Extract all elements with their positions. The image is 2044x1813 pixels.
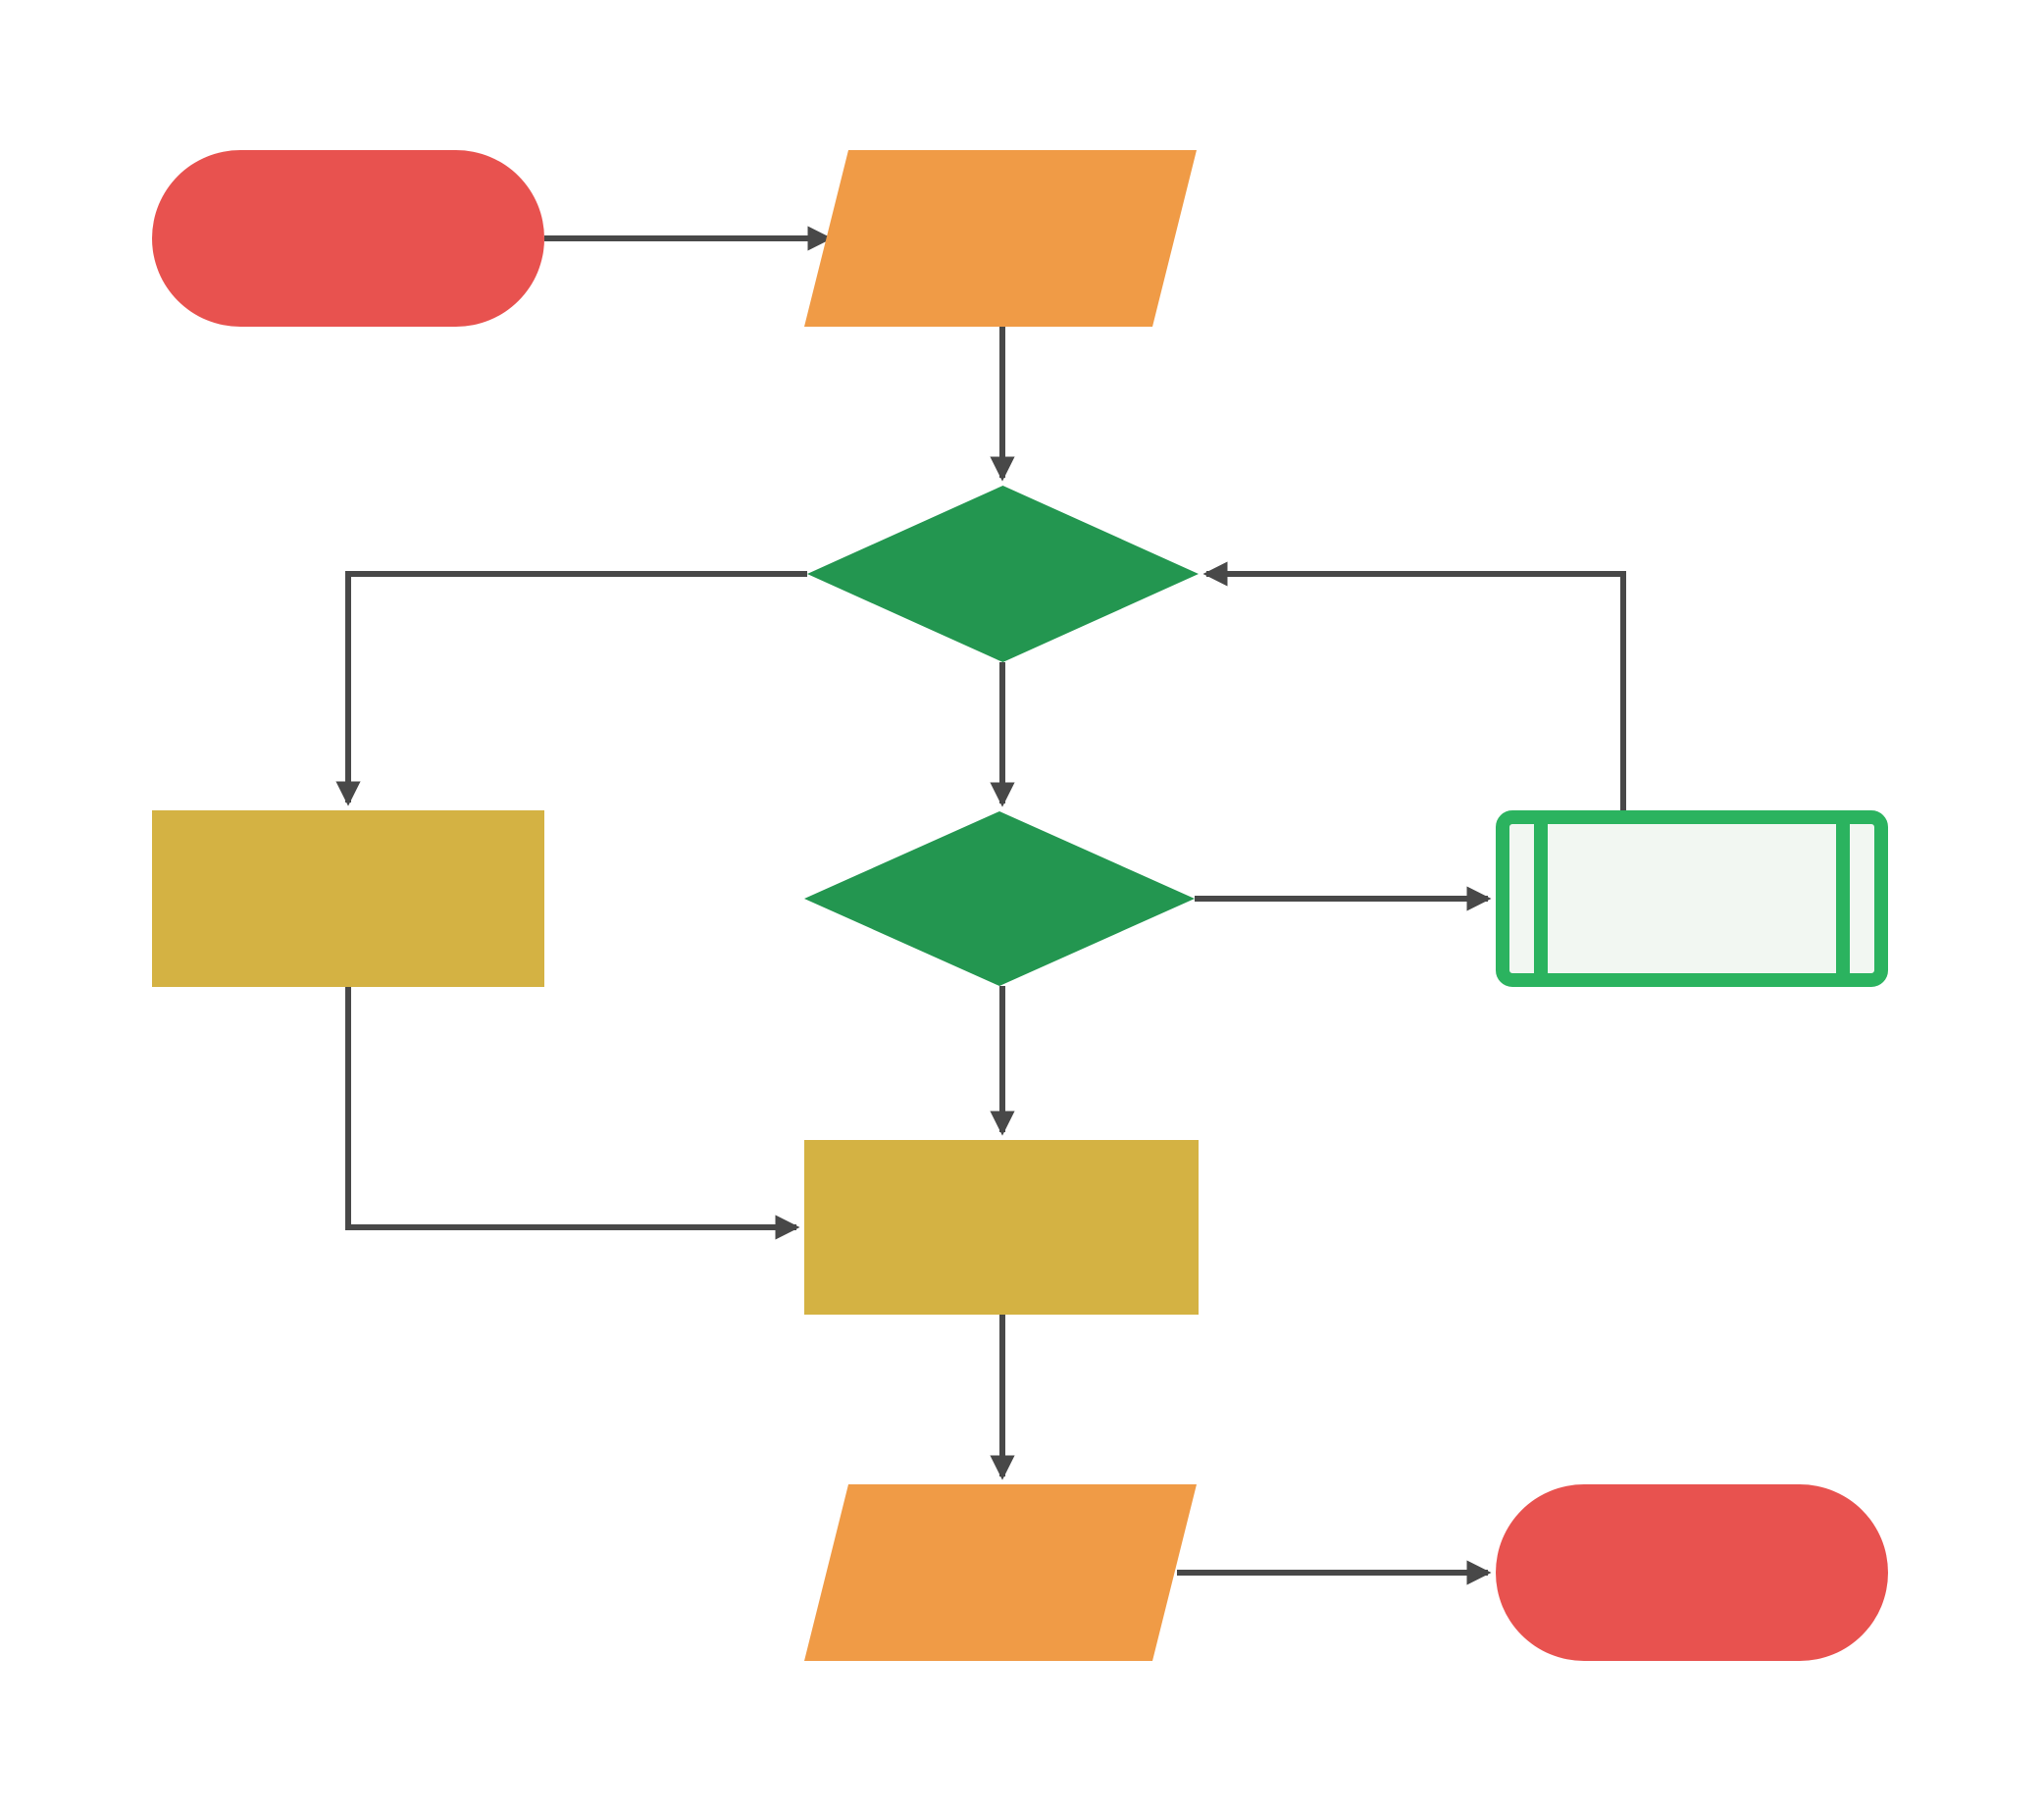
first-decision-body — [807, 486, 1199, 662]
subroutine-process-body — [1496, 810, 1888, 987]
first-decision[interactable] — [807, 486, 1199, 662]
edge-subroutine-to-decision1-feedback — [1202, 561, 1626, 810]
left-process[interactable] — [152, 810, 544, 987]
end-terminator-body — [1496, 1484, 1888, 1661]
output-io[interactable] — [804, 1484, 1197, 1661]
input-io-body — [804, 150, 1197, 327]
left-process-body — [152, 810, 544, 987]
start-terminator[interactable] — [152, 150, 544, 327]
edge-decision1-to-left-process — [335, 571, 807, 806]
edges-layer — [335, 226, 1626, 1585]
main-process-body — [804, 1140, 1199, 1315]
start-terminator-body — [152, 150, 544, 327]
subroutine-process[interactable] — [1496, 810, 1888, 987]
second-decision-body — [804, 811, 1195, 986]
output-io-body — [804, 1484, 1197, 1661]
main-process[interactable] — [804, 1140, 1199, 1315]
edge-left-process-to-main-process — [345, 987, 800, 1240]
nodes-layer — [152, 150, 1888, 1661]
input-io[interactable] — [804, 150, 1197, 327]
end-terminator[interactable] — [1496, 1484, 1888, 1661]
second-decision[interactable] — [804, 811, 1195, 986]
